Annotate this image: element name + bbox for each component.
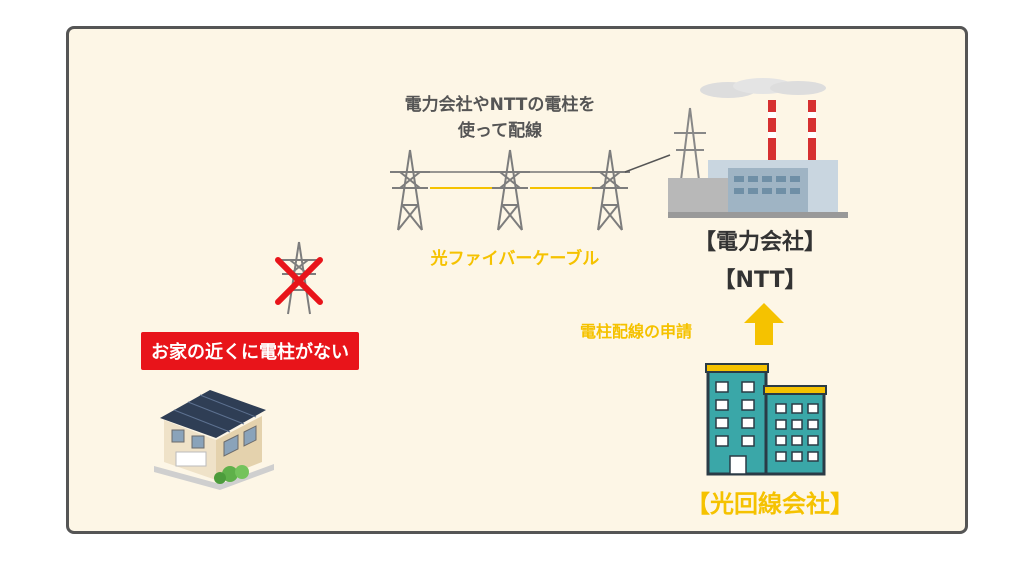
application-label: 電柱配線の申請 [580,322,693,341]
power-company-label: 【電力会社】 [693,230,826,255]
pole-usage-line1: 電力会社やNTTの電柱を [404,95,596,115]
office-building-icon [705,363,827,476]
red-x-icon [275,257,323,305]
tower-row [390,149,671,231]
cable-to-plant [624,154,671,173]
pole-usage-caption: 電力会社やNTTの電柱を 使って配線 [370,92,630,144]
pole-usage-line2: 使って配線 [457,121,543,141]
no-pole-indicator [275,241,323,315]
up-arrow-icon [744,303,784,345]
fiber-company-label: 【光回線会社】 [686,490,854,518]
house-icon [154,390,274,490]
ntt-label: 【NTT】 [713,268,807,293]
transmission-tower-icon [590,149,630,231]
fiber-cable-label: 光ファイバーケーブル [430,249,600,269]
no-pole-badge: お家の近くに電柱がない [141,332,359,370]
power-plant-icon [668,78,848,218]
transmission-tower-icon [490,149,530,231]
transmission-tower-icon [390,149,430,231]
